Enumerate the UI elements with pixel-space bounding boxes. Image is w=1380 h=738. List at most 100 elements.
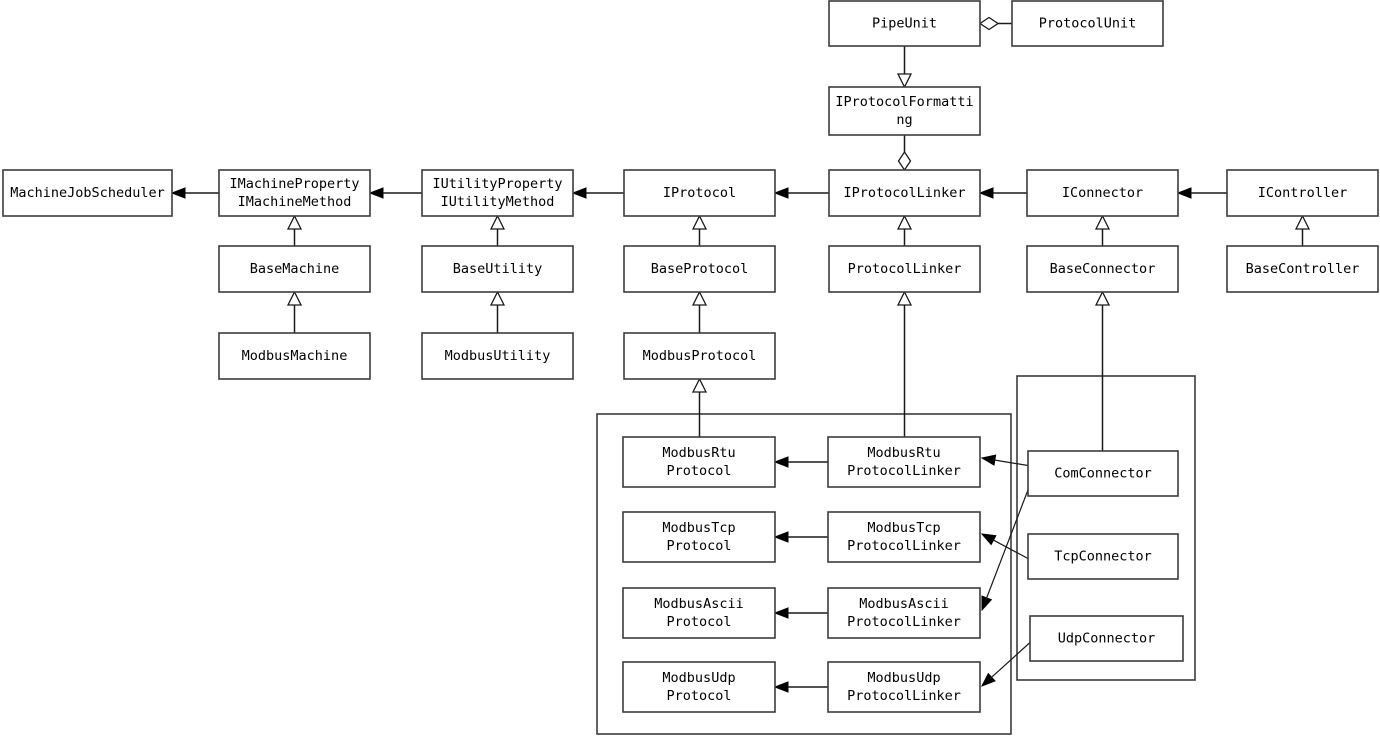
- dependency-arrowhead: [571, 187, 587, 199]
- class-box-iprotocol-formatting[interactable]: IProtocolFormatti ng: [828, 86, 981, 136]
- edge-e-modbusutility: [489, 290, 506, 333]
- class-box-rect-base-machine: [218, 245, 371, 293]
- class-box-base-connector[interactable]: BaseConnector: [1026, 245, 1179, 293]
- class-label-base-protocol: BaseProtocol: [651, 261, 749, 277]
- class-label-base-machine: BaseMachine: [250, 261, 339, 277]
- group-frame-connector-group: [1016, 375, 1196, 681]
- class-box-rect-modbus-protocol: [623, 332, 776, 380]
- edge-e-basemachine: [286, 214, 303, 246]
- class-label-modbus-tcp-protocol: ModbusTcp: [662, 520, 735, 536]
- edge-e-com-rtulink: [980, 454, 1029, 467]
- class-box-rect-modbus-rtu-linker: [827, 436, 981, 488]
- dependency-arrowhead: [368, 187, 384, 199]
- class-box-base-utility[interactable]: BaseUtility: [421, 245, 574, 293]
- dependency-line: [991, 538, 1029, 560]
- class-label-modbus-ascii-linker: ProtocolLinker: [847, 614, 961, 630]
- dependency-line: [989, 642, 1031, 680]
- class-label-tcp-connector: TcpConnector: [1054, 549, 1152, 565]
- class-box-modbus-utility[interactable]: ModbusUtility: [421, 332, 574, 380]
- aggregation-diamond: [897, 150, 912, 172]
- class-label-protocol-unit: ProtocolUnit: [1039, 16, 1137, 32]
- class-box-base-machine[interactable]: BaseMachine: [218, 245, 371, 293]
- class-box-rect-com-connector: [1027, 450, 1179, 497]
- class-box-base-protocol[interactable]: BaseProtocol: [623, 245, 776, 293]
- group-frame-modbus-group: [596, 413, 1012, 735]
- edge-e-tcplink-tcpprot: [773, 531, 828, 543]
- class-box-rect-pipe-unit: [828, 0, 981, 47]
- class-label-iprotocol-formatting: ng: [896, 112, 912, 128]
- dependency-arrowhead: [1176, 187, 1192, 199]
- class-box-iprotocol[interactable]: IProtocol: [623, 169, 776, 217]
- edge-e-formatting-linker: [897, 135, 912, 172]
- class-label-base-connector: BaseConnector: [1050, 261, 1156, 277]
- class-box-protocol-unit[interactable]: ProtocolUnit: [1011, 0, 1164, 47]
- class-box-pipe-unit[interactable]: PipeUnit: [828, 0, 981, 47]
- edge-e-baseprotocol: [691, 214, 708, 246]
- class-box-iprotocol-linker[interactable]: IProtocolLinker: [828, 169, 981, 217]
- inheritance-arrowhead: [489, 290, 506, 306]
- edge-e-baseconnector: [1094, 214, 1111, 246]
- edge-e-comconn-baseconn: [1094, 290, 1111, 451]
- class-box-rect-modbus-tcp-linker: [827, 511, 981, 563]
- dependency-arrowhead: [773, 607, 789, 619]
- class-box-rect-iprotocol-formatting: [828, 86, 981, 136]
- class-box-rect-modbus-rtu-protocol: [622, 436, 776, 488]
- aggregation-diamond: [978, 16, 1000, 31]
- class-box-base-controller[interactable]: BaseController: [1226, 245, 1379, 293]
- inheritance-arrowhead: [691, 290, 708, 306]
- class-box-tcp-connector[interactable]: TcpConnector: [1027, 533, 1179, 580]
- class-box-com-connector[interactable]: ComConnector: [1027, 450, 1179, 497]
- edge-e-rtulink-rtuprot: [773, 456, 828, 468]
- dependency-arrowhead: [773, 187, 789, 199]
- inheritance-arrowhead: [286, 290, 303, 306]
- dependency-arrowhead: [773, 531, 789, 543]
- class-label-modbus-udp-protocol: ModbusUdp: [662, 670, 735, 686]
- class-label-modbus-ascii-protocol: ModbusAscii: [654, 596, 743, 612]
- class-box-iconnector[interactable]: IConnector: [1026, 169, 1179, 217]
- edge-e-rtuprotocol-modbus: [691, 377, 708, 437]
- class-box-machine-job-scheduler[interactable]: MachineJobScheduler: [2, 169, 173, 217]
- class-box-rect-modbus-udp-linker: [827, 661, 981, 713]
- class-box-rect-protocol-linker: [828, 245, 981, 293]
- class-label-iprotocol-formatting: IProtocolFormatti: [835, 94, 973, 110]
- class-box-protocol-linker[interactable]: ProtocolLinker: [828, 245, 981, 293]
- class-box-modbus-machine[interactable]: ModbusMachine: [218, 332, 371, 380]
- class-box-icontroller[interactable]: IController: [1226, 169, 1379, 217]
- class-label-com-connector: ComConnector: [1054, 466, 1152, 482]
- class-box-rect-udp-connector: [1029, 615, 1184, 662]
- class-box-rect-modbus-machine: [218, 332, 371, 380]
- inheritance-arrowhead: [1294, 214, 1311, 230]
- class-box-modbus-protocol[interactable]: ModbusProtocol: [623, 332, 776, 380]
- class-box-rect-base-utility: [421, 245, 574, 293]
- class-label-modbus-udp-linker: ProtocolLinker: [847, 688, 961, 704]
- edge-e-asciilink-asciiprot: [773, 607, 828, 619]
- class-label-modbus-rtu-protocol: ModbusRtu: [662, 445, 735, 461]
- class-label-icontroller: IController: [1258, 185, 1347, 201]
- class-label-iutility-property: IUtilityMethod: [441, 194, 555, 210]
- class-label-pipe-unit: PipeUnit: [872, 16, 937, 32]
- inheritance-arrowhead: [1094, 214, 1111, 230]
- edge-e-protocollinker: [896, 214, 913, 246]
- class-label-modbus-rtu-linker: ModbusRtu: [867, 445, 940, 461]
- edge-e-modbusmachine: [286, 290, 303, 333]
- class-box-rect-base-controller: [1226, 245, 1379, 293]
- class-label-modbus-rtu-protocol: Protocol: [666, 463, 731, 479]
- edge-e-modbusprotocol: [691, 290, 708, 333]
- edge-e-linker-iprotocol: [773, 187, 829, 199]
- edge-e-icontroller-iconn: [1176, 187, 1227, 199]
- class-label-iprotocol: IProtocol: [663, 185, 736, 201]
- edge-e-imachine-scheduler: [170, 187, 219, 199]
- class-label-base-controller: BaseController: [1246, 261, 1360, 277]
- class-box-udp-connector[interactable]: UdpConnector: [1029, 615, 1184, 662]
